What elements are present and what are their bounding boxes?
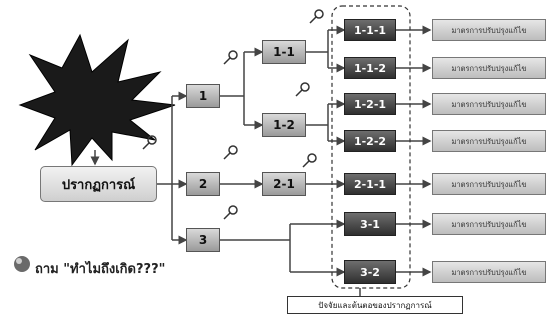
magnifier-icon xyxy=(223,50,238,65)
measure-label: มาตรการปรับปรุงแก้ไข xyxy=(451,99,527,109)
root-cause-group xyxy=(331,5,411,289)
cause-label: 3-2 xyxy=(360,265,380,279)
magnifier-icon xyxy=(223,205,238,220)
measure-box: มาตรการปรับปรุงแก้ไข xyxy=(432,130,546,152)
bullet-icon xyxy=(14,256,30,272)
cause-label: 1-1-2 xyxy=(353,61,387,75)
cause-1-1-1-box: 1-1-1 xyxy=(344,19,396,41)
magnifier-icon xyxy=(302,153,317,168)
measure-box: มาตรการปรับปรุงแก้ไข xyxy=(432,261,546,283)
ask-why-text: ถาม "ทำไมถึงเกิด???" xyxy=(35,262,166,277)
cause-label: 1-2-2 xyxy=(353,134,387,148)
cause-3-2-box: 3-2 xyxy=(344,260,396,284)
magnifier-icon xyxy=(295,82,310,97)
measure-label: มาตรการปรับปรุงแก้ไข xyxy=(451,63,527,73)
cause-label: 1-1-1 xyxy=(353,23,387,37)
cause-1-box: 1 xyxy=(186,84,220,108)
cause-label: 1-1 xyxy=(273,45,295,59)
cause-2-box: 2 xyxy=(186,172,220,196)
cause-3-1-box: 3-1 xyxy=(344,212,396,236)
cause-1-1-2-box: 1-1-2 xyxy=(344,57,396,79)
cause-label: 3 xyxy=(198,233,208,247)
cause-3-box: 3 xyxy=(186,228,220,252)
cause-label: 2 xyxy=(198,177,208,191)
cause-2-1-1-box: 2-1-1 xyxy=(344,173,396,195)
cause-2-1-box: 2-1 xyxy=(262,172,306,196)
measure-box: มาตรการปรับปรุงแก้ไข xyxy=(432,93,546,115)
root-cause-note: ปัจจัยและต้นตอของปรากฏการณ์ xyxy=(287,296,463,314)
measure-box: มาตรการปรับปรุงแก้ไข xyxy=(432,19,546,41)
connector-lines xyxy=(90,25,432,296)
phenomenon-label: ปรากฏการณ์ xyxy=(61,177,136,193)
measure-box: มาตรการปรับปรุงแก้ไข xyxy=(432,57,546,79)
measure-label: มาตรการปรับปรุงแก้ไข xyxy=(451,267,527,277)
cause-label: 2-1-1 xyxy=(353,177,387,191)
magnifier-icon xyxy=(309,9,324,24)
cause-1-2-1-box: 1-2-1 xyxy=(344,93,396,115)
cause-label: 1-2 xyxy=(273,118,295,132)
phenomenon-box: ปรากฏการณ์ xyxy=(40,166,157,202)
magnifier-icons xyxy=(142,9,324,220)
cause-1-2-2-box: 1-2-2 xyxy=(344,130,396,152)
magnifier-icon xyxy=(223,145,238,160)
cause-label: 2-1 xyxy=(273,177,295,191)
measure-box: มาตรการปรับปรุงแก้ไข xyxy=(432,213,546,235)
cause-label: 1-2-1 xyxy=(353,97,387,111)
cause-1-2-box: 1-2 xyxy=(262,113,306,137)
measure-label: มาตรการปรับปรุงแก้ไข xyxy=(451,219,527,229)
measure-box: มาตรการปรับปรุงแก้ไข xyxy=(432,173,546,195)
cause-label: 3-1 xyxy=(360,217,380,231)
explosion-icon xyxy=(18,33,176,167)
measure-label: มาตรการปรับปรุงแก้ไข xyxy=(451,25,527,35)
cause-1-1-box: 1-1 xyxy=(262,40,306,64)
measure-label: มาตรการปรับปรุงแก้ไข xyxy=(451,179,527,189)
measure-label: มาตรการปรับปรุงแก้ไข xyxy=(451,136,527,146)
magnifier-icon xyxy=(142,135,157,150)
cause-label: 1 xyxy=(198,89,208,103)
note-label: ปัจจัยและต้นตอของปรากฏการณ์ xyxy=(318,300,432,310)
